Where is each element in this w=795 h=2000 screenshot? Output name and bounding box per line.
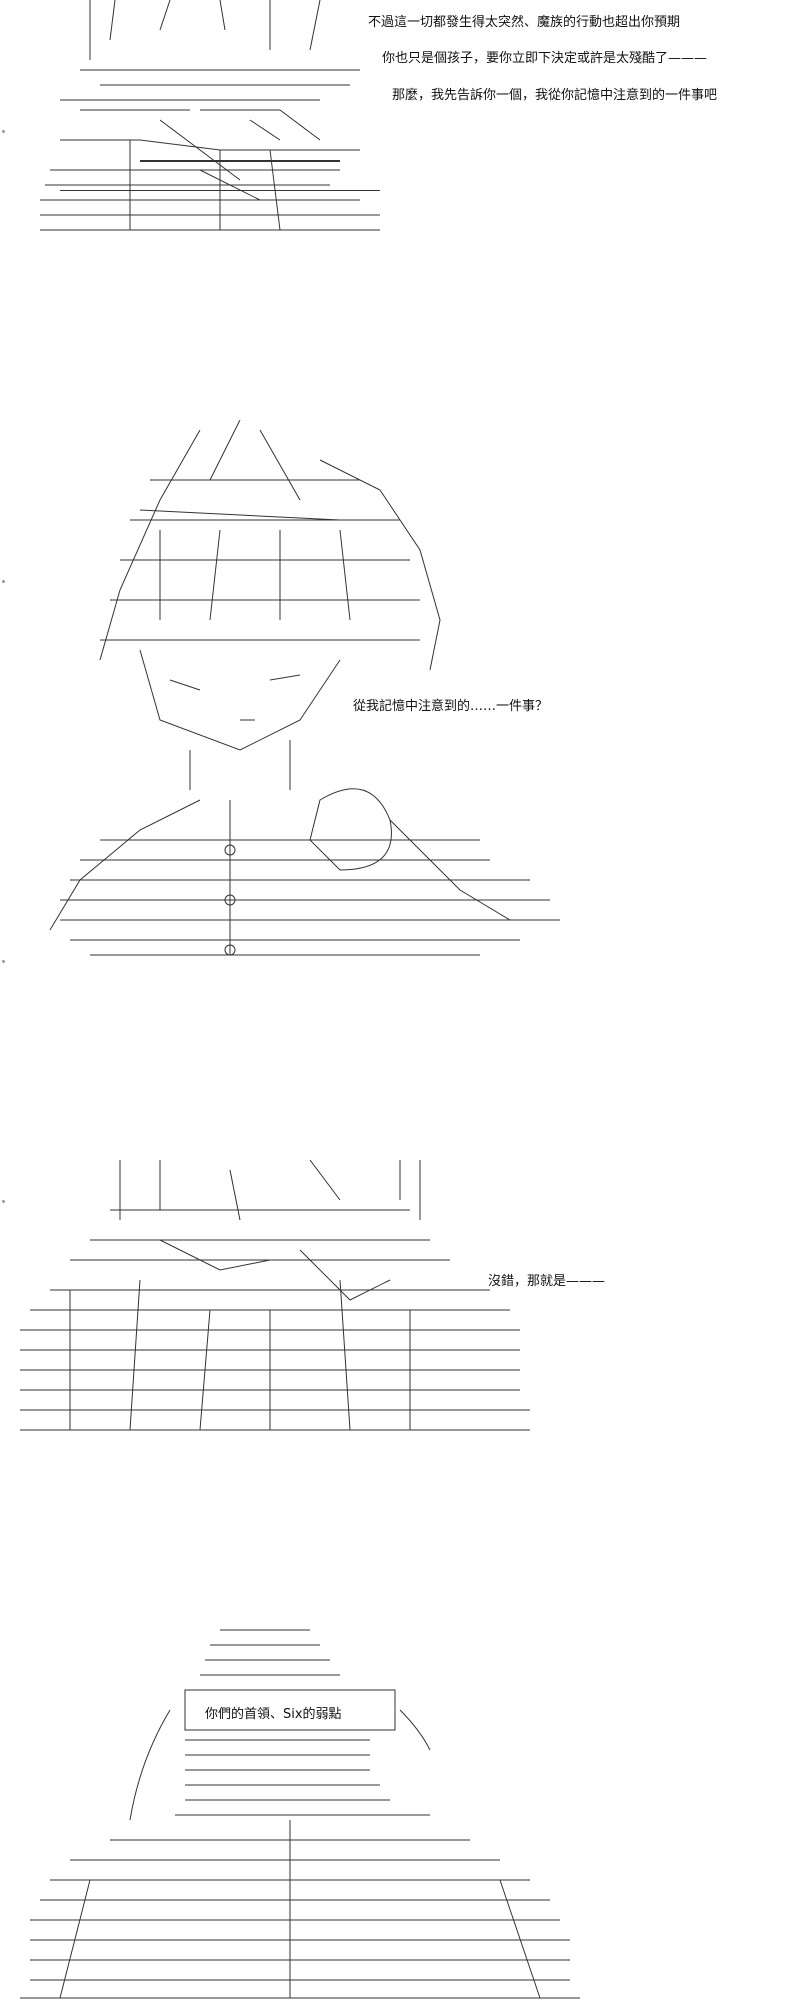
margin-dot	[2, 1200, 5, 1203]
narration-line-2: 你也只是個孩子，要你立即下決定或許是太殘酷了———	[382, 51, 708, 66]
panel-4: 你們的首領、Six的弱點	[0, 1620, 795, 2000]
panel-3: 沒錯，那就是———	[0, 1160, 795, 1460]
ascii-art-boy-character	[40, 420, 600, 960]
speech-line-panel-3: 沒錯，那就是———	[488, 1274, 606, 1289]
ascii-art-figure-closeup	[10, 1160, 530, 1450]
ascii-art-character-lower-body	[20, 0, 380, 235]
speech-line-panel-2: 從我記憶中注意到的……一件事？	[353, 699, 549, 714]
margin-dot	[2, 130, 5, 133]
speech-bubble-panel-4: 你們的首領、Six的弱點	[205, 1707, 342, 1722]
panel-1: 不過這一切都發生得太突然、魔族的行動也超出你預期 你也只是個孩子，要你立即下決定…	[0, 0, 795, 240]
margin-dot	[2, 580, 5, 583]
margin-dot	[2, 960, 5, 963]
ascii-art-large-figure	[0, 1620, 600, 2000]
narration-line-3: 那麼，我先告訴你一個，我從你記憶中注意到的一件事吧	[392, 88, 718, 103]
panel-2: 從我記憶中注意到的……一件事？	[0, 420, 795, 963]
narration-line-1: 不過這一切都發生得太突然、魔族的行動也超出你預期	[368, 15, 681, 30]
